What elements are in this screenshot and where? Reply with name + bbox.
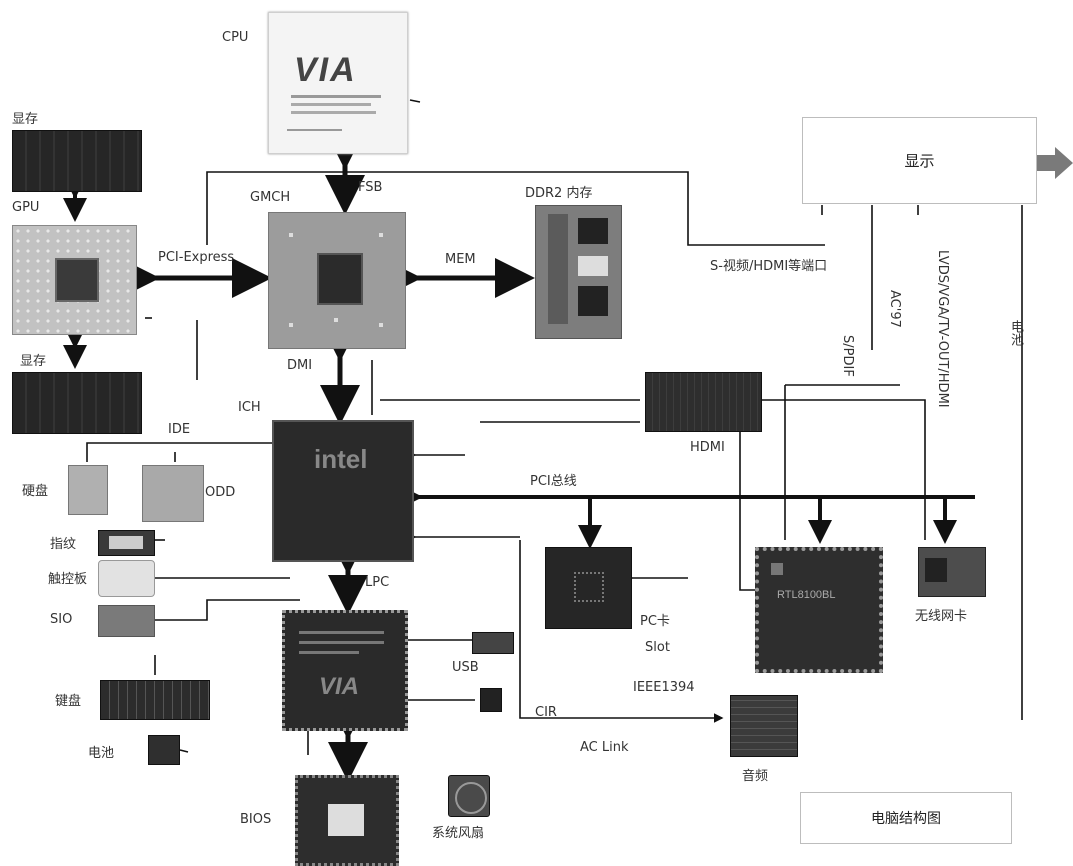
gpu-memory-top-label: 显存 <box>12 108 38 127</box>
gpu-label: GPU <box>12 200 39 215</box>
pc-card-label: PC卡 <box>640 610 670 629</box>
wireless-card-label: 无线网卡 <box>915 605 967 624</box>
ieee1394-label: IEEE1394 <box>633 680 695 695</box>
system-fan <box>448 775 490 817</box>
ec-chip: VIA <box>282 610 408 731</box>
cpu-chip: VIA <box>268 12 408 154</box>
ac-link-label: AC Link <box>580 740 629 755</box>
touchpad-label: 触控板 <box>48 568 87 587</box>
fingerprint-sensor <box>98 530 155 556</box>
ec-chip-logo: VIA <box>319 673 359 701</box>
audio-chip <box>730 695 798 757</box>
gpu-chip <box>12 225 137 335</box>
ddr2-memory-label: DDR2 内存 <box>525 182 592 201</box>
audio-label: 音频 <box>742 765 768 784</box>
display-box: 显示 <box>802 117 1037 204</box>
hdd-image <box>68 465 108 515</box>
usb-port <box>472 632 514 654</box>
lan-chip: RTL8100BL <box>755 547 883 673</box>
ddr2-memory-module <box>535 205 622 339</box>
usb-label: USB <box>452 660 479 675</box>
touchpad-image <box>98 560 155 597</box>
fsb-label: FSB <box>358 180 382 195</box>
sio-label: SIO <box>50 612 72 627</box>
gpu-memory-bottom-label: 显存 <box>20 350 46 369</box>
ich-chip: intel <box>272 420 414 562</box>
infrared-module <box>480 688 502 712</box>
battery-label: 电池 <box>1006 320 1025 346</box>
battery-pack-label: 电池 <box>88 742 114 761</box>
lpc-label: LPC <box>365 575 389 590</box>
hdd-label: 硬盘 <box>22 480 48 499</box>
output-arrow <box>1035 147 1073 179</box>
bios-chip <box>295 775 399 866</box>
gpu-memory-top <box>12 130 142 192</box>
sio-image <box>98 605 155 637</box>
odd-image <box>142 465 204 522</box>
pci-bus-label: PCI总线 <box>530 470 577 489</box>
pc-card-controller <box>545 547 632 629</box>
keyboard-label: 键盘 <box>55 690 81 709</box>
battery-image <box>148 735 180 765</box>
gpu-memory-bottom <box>12 372 142 434</box>
dmi-label: DMI <box>287 358 312 373</box>
mem-bus-label: MEM <box>445 252 476 267</box>
legend-title: 电脑结构图 <box>871 808 941 828</box>
hdmi-label: HDMI <box>690 440 725 455</box>
cpu-label: CPU <box>222 30 248 45</box>
lan-chip-marking: RTL8100BL <box>777 589 836 601</box>
ide-label: IDE <box>168 422 190 437</box>
fingerprint-label: 指纹 <box>50 533 76 552</box>
spdif-label: S/PDIF <box>840 335 855 377</box>
odd-label: ODD <box>205 485 235 500</box>
ich-label: ICH <box>238 400 261 415</box>
cir-label: CIR <box>535 705 557 720</box>
pci-express-label: PCI-Express <box>158 250 234 265</box>
hdmi-chip <box>645 372 762 432</box>
wireless-card <box>918 547 986 597</box>
system-fan-label: 系统风扇 <box>432 822 484 841</box>
gmch-label: GMCH <box>250 190 290 205</box>
keyboard-image <box>100 680 210 720</box>
display-label: 显示 <box>904 150 934 171</box>
slot-label: Slot <box>645 640 670 655</box>
legend-box: 电脑结构图 <box>800 792 1012 844</box>
lvds-label: LVDS/VGA/TV-OUT/HDMI <box>935 250 950 408</box>
gmch-chip <box>268 212 406 349</box>
intel-logo: intel <box>314 444 367 475</box>
bios-label: BIOS <box>240 812 271 827</box>
via-logo: VIA <box>294 51 357 90</box>
ac97-label: AC'97 <box>887 290 902 328</box>
svideo-label: S-视频/HDMI等端口 <box>710 255 827 274</box>
